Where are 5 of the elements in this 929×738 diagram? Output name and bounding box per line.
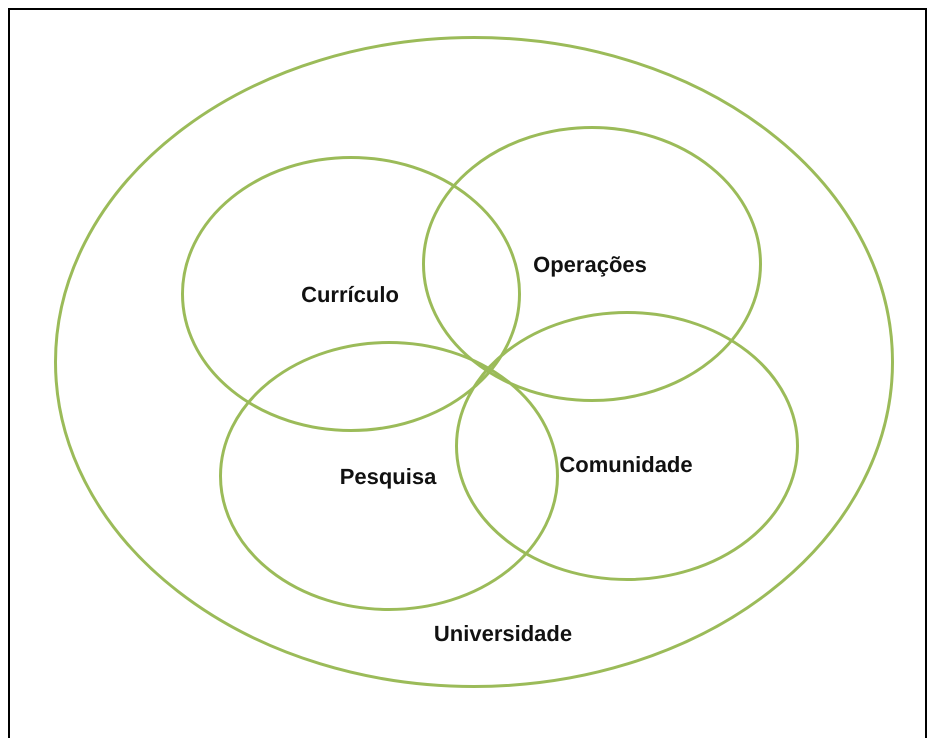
set-label: Pesquisa — [340, 466, 436, 488]
set-label: Universidade — [434, 623, 572, 645]
set-label: Comunidade — [559, 454, 693, 476]
set-label: Currículo — [301, 284, 399, 306]
set-label: Operações — [533, 254, 647, 276]
